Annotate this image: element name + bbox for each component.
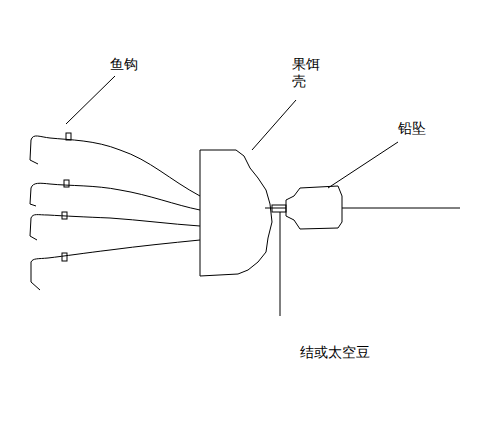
- part-label: 铅坠: [398, 120, 426, 137]
- leader-line: [328, 142, 398, 188]
- hook-line: [31, 240, 200, 290]
- main-line: [342, 208, 460, 209]
- hook-knot: [66, 133, 71, 140]
- hook-knot: [62, 212, 67, 219]
- lead-sinker: [286, 186, 342, 229]
- leader-line: [252, 100, 296, 150]
- part-label: 结或太空豆: [300, 344, 370, 361]
- hook-knot: [64, 180, 69, 187]
- leader-line: [280, 212, 281, 316]
- rig-strokes: [30, 76, 460, 316]
- hook-line: [30, 215, 200, 240]
- leader-line: [66, 76, 115, 124]
- part-label: 鱼钩: [110, 56, 138, 73]
- hook-line: [30, 136, 200, 196]
- bait-shell: [200, 150, 272, 276]
- part-label: 果饵壳: [292, 56, 321, 90]
- hook-line: [30, 183, 200, 210]
- main-line: [265, 208, 286, 209]
- hook-knot: [62, 253, 67, 261]
